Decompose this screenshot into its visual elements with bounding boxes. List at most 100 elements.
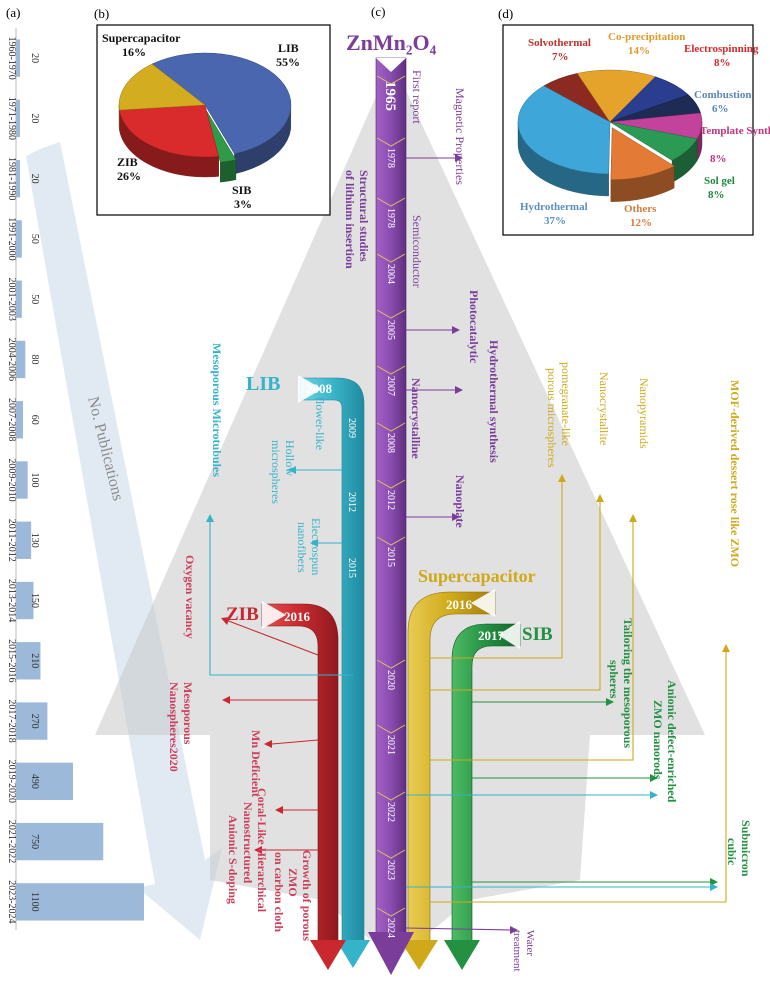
label-nanospheres2020: Nanospheres2020 [167,682,181,772]
label-water: Water [524,930,536,956]
timeline-year-2024: 2024 [385,918,396,938]
category-label: 2007-2008 [6,398,17,441]
lib-arrowhead [336,940,370,968]
timeline-year-2021: 2021 [385,735,396,755]
label-treatment: treatment [511,930,523,972]
timeline-year-1965: 1965 [382,81,398,111]
pie-d-label-template: Template Synthesis [700,125,770,137]
pie-b-label-sib: SIB [232,183,251,197]
line-nanocrystallite [430,500,601,691]
label-lithium-insertion: of lithium insertion [343,170,357,269]
label-spheres: spheres [607,660,621,699]
bar-2001-2003 [16,280,22,318]
supercapacitor-branch-name: Supercapacitor [418,566,536,586]
bar-2004-2006 [16,340,26,379]
timeline-chevron [376,253,406,263]
line-pomegranate [430,480,563,659]
label-structural-studies: Structural studies [357,170,371,262]
bar-2023-2024 [16,883,144,921]
lib-branch-name: LIB [246,373,280,395]
bar-1981-1990 [16,159,20,198]
timeline-year-1978: 1978 [385,208,396,228]
category-label: 2015-2016 [6,639,17,682]
timeline-year-2022: 2022 [385,802,396,822]
pie-b-label-zib: ZIB [117,155,138,169]
pie-slice-sol-gel [609,121,698,161]
value-label: 270 [29,714,40,729]
sib-branch-name: SIB [522,624,553,645]
line-oxygen [225,619,319,656]
timeline-chevron [376,75,406,85]
label-anionic-s-doping: Anionic S-doping [226,815,240,904]
lib-year-2009: 2009 [346,418,357,438]
main-timeline-arrowhead [368,932,414,975]
bar-2017-2018 [16,702,48,740]
pie-d-value-others: 12% [630,217,652,229]
bar-2013-2014 [16,581,34,620]
bar-2011-2012 [16,521,32,559]
label-nanocrystallite: Nanocrystallite [597,372,611,445]
sib-arrowhead [444,940,480,970]
category-label: 2009-2010 [6,458,17,501]
pie-d-value-solgel: 8% [708,189,725,201]
pie-b-value-lib: 55% [276,55,300,69]
lib-year-2015: 2015 [346,558,357,578]
line-mof [430,650,727,903]
panel-b-application-pie: (b) Supercapacitor 16% LIB 55% ZIB 26% S… [94,6,331,216]
pie-d-label-solvothermal: Solvothermal [528,37,591,49]
label-hydrothermal-synthesis: Hydrothermal synthesis [487,340,501,463]
pie-slice-others [610,127,675,180]
category-label: 2023-2024 [6,880,17,923]
lib-year-2012: 2012 [346,492,357,512]
bar-1960-1970 [16,39,20,77]
label-tailoring: Tailoring the mesoporous [621,618,635,748]
bar-2021-2022 [16,822,104,861]
timeline-year-1978: 1978 [385,148,396,168]
panel-c-timeline: 1965197819782004200520072008201220152020… [95,4,753,975]
pie-d-value-hydrothermal: 37% [544,215,566,227]
label-nanofibers: nanofibers [295,522,309,573]
pie-b-label-lib: LIB [278,41,299,55]
pie-b [118,52,292,183]
label-mesoporous-microtubules: Mesoporous Microtubules [210,343,224,477]
label-semiconductor: Semiconductor [410,215,424,288]
category-label: 2017-2018 [6,699,17,742]
lib-notch [298,375,322,403]
label-oxygen-vacancy: Oxygen vacancy [183,555,197,639]
line-microtubules [209,520,353,676]
timeline-title: ZnMn₂O₄ [346,30,437,55]
label-nanostructured: Nanostructured [241,802,255,883]
supercapacitor-notch [471,589,495,617]
category-label: 2001-2003 [6,278,17,321]
panel-label-c: (c) [371,4,385,19]
timeline-year-2020: 2020 [385,670,396,690]
publications-arrow [26,142,222,940]
label-flower-like: flower-like [313,397,327,450]
label-microspheres: microspheres [269,440,283,504]
sib-branch-year: 2017 [478,628,505,643]
zib-notch [262,601,286,629]
timeline-chevron [376,422,406,432]
bar-2019-2020 [16,762,74,801]
pie-b-label-supercapacitor: Supercapacitor [102,31,181,45]
pie-slice-supercapacitor [118,63,206,111]
pie-d-value-electrospinning: 8% [714,57,731,69]
pie-slice-lib [151,52,292,155]
timeline-chevron [376,365,406,375]
bar-1991-2000 [16,220,22,258]
label-hollow: Hollow [283,440,297,476]
label-photocatalytic: Photocatalytic [467,290,481,364]
label-mof-derived: MOF-derived dessert rose like ZMO [728,380,742,567]
label-nanocrystalline: Nanocrystalline [409,378,423,459]
category-label: 1981-1990 [6,157,17,200]
pie-b-value-supercapacitor: 16% [122,45,146,59]
timeline-chevron [376,907,406,917]
timeline-chevron [376,659,406,669]
value-label: 490 [29,774,40,789]
pie-d-value-solvothermal: 7% [552,51,569,63]
label-cubic: cubic [725,838,739,866]
pie-d-value-template: 8% [710,153,727,165]
timeline-year-2023: 2023 [385,860,396,880]
